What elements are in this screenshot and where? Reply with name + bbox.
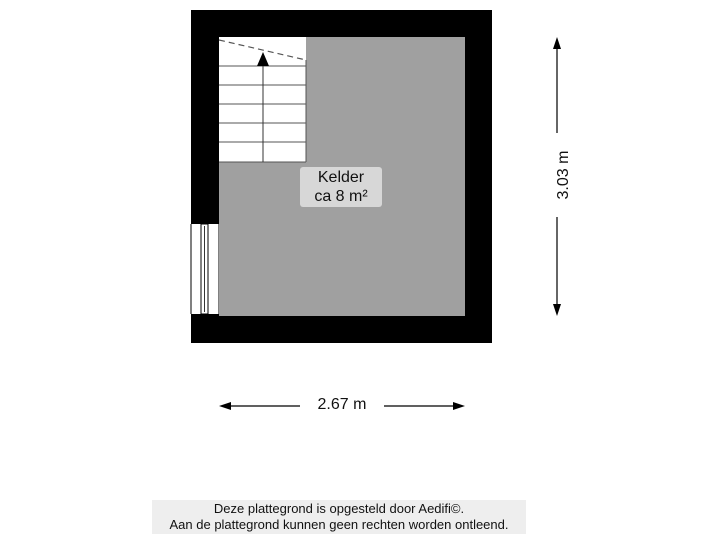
arrow-up-icon [257,52,269,66]
stairs [218,37,307,163]
room-area: ca 8 m² [314,188,368,205]
arrow-down-end-icon [553,304,561,316]
arrow-left-icon [219,402,231,410]
room-name: Kelder [317,169,365,186]
disclaimer-line-1: Deze plattegrond is opgesteld door Aedif… [213,501,465,516]
width-label: 2.67 m [300,396,384,414]
arrow-right-icon [453,402,465,410]
room-label: Kelder ca 8 m² [300,167,382,207]
height-label: 3.03 m [555,133,573,217]
stair-cut-line [218,39,307,61]
disclaimer: Deze plattegrond is opgesteld door Aedif… [152,500,526,534]
disclaimer-line-2: Aan de plattegrond kunnen geen rechten w… [169,517,509,532]
arrow-up-end-icon [553,37,561,49]
